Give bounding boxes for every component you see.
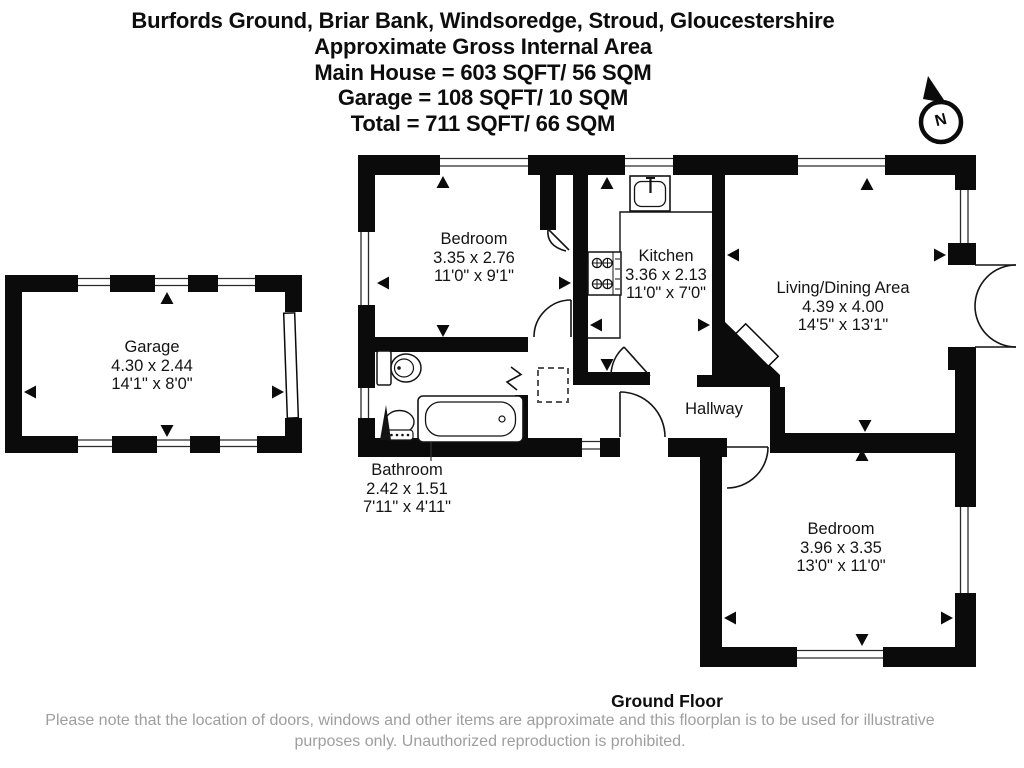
room-dim-imperial: 7'11" x 4'11" (362, 498, 452, 516)
room-name: Bathroom (371, 461, 443, 479)
measure-arrows (24, 176, 953, 646)
room-dim-imperial: 14'1" x 8'0" (111, 375, 193, 393)
room-name: Garage (124, 338, 180, 356)
living-door-leaf (734, 322, 780, 368)
room-label-bedroom-1: Bedroom 3.35 x 2.76 11'0" x 9'1" (433, 230, 515, 286)
room-dim-metric: 3.36 x 2.13 (625, 265, 707, 284)
room-name: Hallway (685, 400, 743, 418)
room-label-kitchen: Kitchen 3.36 x 2.13 11'0" x 7'0" (625, 247, 707, 303)
room-name: Living/Dining Area (776, 279, 910, 297)
room-name: Kitchen (638, 247, 694, 265)
room-dim-metric: 2.42 x 1.51 (366, 479, 448, 498)
floor-name: Ground Floor (611, 691, 723, 711)
bathroom-pointer (380, 405, 391, 440)
room-name: Bedroom (807, 520, 875, 538)
plan-title: Burfords Ground, Briar Bank, Windsoredge… (131, 8, 834, 137)
toilet-icon (376, 350, 422, 386)
stove-icon (587, 251, 622, 296)
title-address: Burfords Ground, Briar Bank, Windsoredge… (131, 8, 835, 33)
disclaimer-line-2: purposes only. Unauthorized reproduction… (294, 733, 686, 750)
room-dim-metric: 4.39 x 4.00 (802, 297, 884, 316)
room-label-garage: Garage 4.30 x 2.44 14'1" x 8'0" (111, 338, 193, 394)
bathtub-icon (417, 395, 524, 443)
compass-icon (918, 76, 964, 145)
room-label-bedroom-2: Bedroom 3.96 x 3.35 13'0" x 11'0" (796, 520, 885, 576)
garage-windows (78, 277, 257, 448)
title-total-area: Total = 711 SQFT/ 66 SQM (350, 111, 616, 137)
room-dim-imperial: 14'5" x 13'1" (797, 316, 889, 334)
room-dim-imperial: 13'0" x 11'0" (796, 557, 886, 575)
room-dim-imperial: 11'0" x 9'1" (433, 267, 515, 285)
storage-dashed-box (537, 367, 569, 403)
house-windows (360, 157, 969, 659)
room-name: Bedroom (440, 230, 508, 248)
garage-door-leaf (282, 312, 300, 419)
room-dim-metric: 3.96 x 3.35 (800, 538, 882, 557)
title-main-house-area: Main House = 603 SQFT/ 56 SQM (314, 59, 652, 85)
wall-break-zigzag (505, 366, 523, 391)
sink-icon (629, 175, 671, 212)
room-label-bathroom: Bathroom 2.42 x 1.51 7'11" x 4'11" (363, 461, 451, 517)
room-dim-metric: 3.35 x 2.76 (433, 248, 515, 267)
room-dim-imperial: 11'0" x 7'0" (625, 284, 707, 302)
door-swings (533, 228, 1017, 489)
disclaimer-line-1: Please note that the location of doors, … (45, 712, 935, 729)
title-garage-area: Garage = 108 SQFT/ 10 SQM (337, 85, 629, 111)
room-label-hallway: Hallway (685, 400, 743, 419)
title-subtitle: Approximate Gross Internal Area (314, 33, 652, 59)
room-dim-metric: 4.30 x 2.44 (111, 356, 193, 375)
room-label-living-dining: Living/Dining Area 4.39 x 4.00 14'5" x 1… (777, 279, 910, 335)
garage-walls (5, 275, 302, 453)
house-walls (358, 155, 976, 667)
